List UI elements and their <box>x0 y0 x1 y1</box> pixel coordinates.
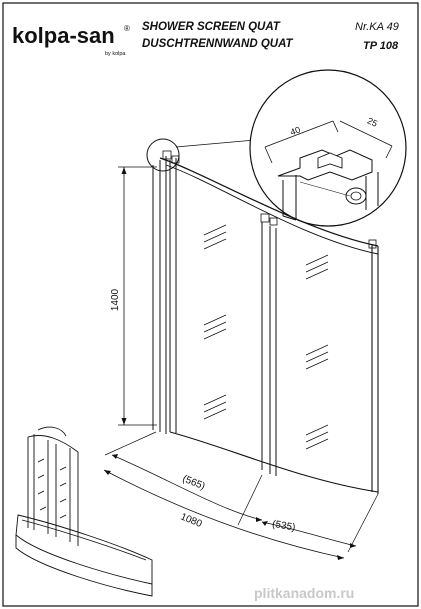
profile-detail: 40 25 <box>249 69 407 227</box>
detail-marker-circle <box>146 138 180 172</box>
ref-code: TP 108 <box>363 40 399 52</box>
brand-logo: kolpa-san <box>12 23 115 48</box>
title-german: DUSCHTRENNWAND QUAT <box>142 38 294 50</box>
watermark-text: plitkanadom.ru <box>254 585 354 601</box>
bathtub-illustration <box>15 426 153 597</box>
detail-dim-40: 40 <box>289 125 302 138</box>
title-english: SHOWER SCREEN QUAT <box>142 21 281 33</box>
dim-height-1400: 1400 <box>110 288 121 311</box>
shower-screen <box>152 150 379 494</box>
width-dimensions <box>103 431 379 560</box>
dim-width-left: (565) <box>181 473 207 492</box>
registered-mark: ® <box>124 24 130 33</box>
detail-magnified-circle <box>249 69 407 227</box>
brand-byline: by kolpa <box>105 51 126 57</box>
detail-dim-25: 25 <box>366 115 379 128</box>
detail-leader-line <box>175 139 256 148</box>
height-dimension: 1400 <box>110 166 157 426</box>
ref-number: Nr.KA 49 <box>355 21 399 33</box>
dim-width-right: (535) <box>271 519 296 534</box>
